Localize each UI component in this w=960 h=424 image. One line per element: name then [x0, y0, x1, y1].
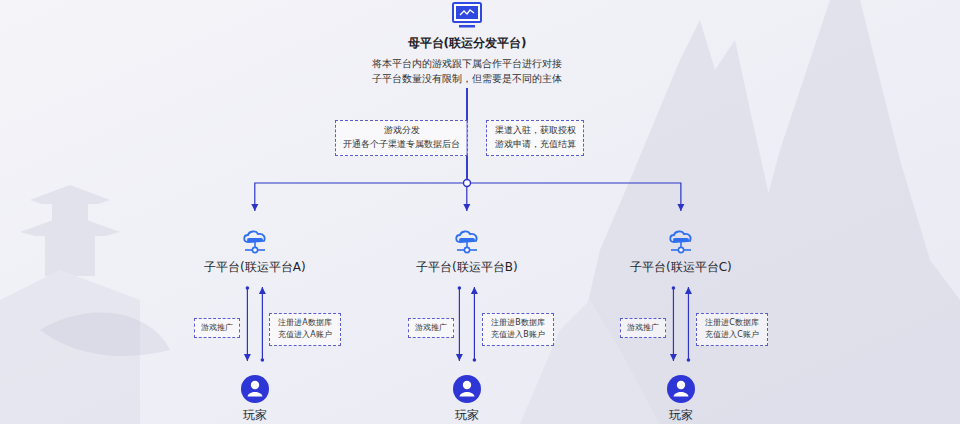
connector-line: [459, 288, 460, 361]
note-box: 注册进B数据库 充值进入B账户: [482, 313, 554, 346]
connector: [456, 286, 463, 361]
node-text: 游戏推广: [200, 322, 234, 334]
node-text: 注册进C数据库 充值进入C账户: [702, 317, 762, 342]
connector: [670, 286, 677, 361]
arrow-head: [244, 354, 251, 361]
arrow-head: [471, 287, 478, 294]
node-title: 母平台(联运分发平台): [408, 35, 527, 52]
arrow-head: [463, 204, 470, 211]
platform-node: 母平台(联运分发平台) 将本平台内的游戏跟下属合作平台进行对接 子平台数量没有限制…: [367, 2, 567, 86]
connector-line: [673, 288, 674, 361]
arrow-head: [677, 204, 684, 211]
node-text: 玩家: [243, 407, 267, 424]
junction-dot: [464, 180, 471, 187]
node-text: 注册进B数据库 充值进入B账户: [488, 317, 548, 342]
node-text: 玩家: [455, 407, 479, 424]
person-icon: [452, 374, 482, 404]
cloud-network-icon: [667, 230, 695, 254]
connector: [259, 287, 266, 362]
connector-line: [247, 288, 248, 361]
connector: [471, 287, 478, 362]
note-box: 注册进C数据库 充值进入C账户: [696, 313, 768, 346]
node-text: 子平台(联运平台A): [204, 259, 306, 276]
person-icon: [666, 374, 696, 404]
player-node: 玩家: [452, 362, 482, 424]
sub-platform-node: 子平台(联运平台C): [630, 212, 732, 286]
mountains: [520, 0, 960, 424]
note-box: 游戏推广: [620, 318, 666, 338]
pagoda: [0, 185, 140, 424]
node-text: 注册进A数据库 充值进入A账户: [275, 317, 335, 342]
connector: [467, 88, 684, 211]
node-text: 游戏分发 开通各个子渠道专属数据后台: [341, 124, 462, 152]
monitor-icon: [452, 2, 482, 29]
sub-platform-node: 子平台(联运平台A): [204, 212, 306, 286]
node-text: 游戏推广: [414, 322, 448, 334]
sub-platform-node: 子平台(联运平台B): [416, 212, 518, 286]
arrow-head: [456, 354, 463, 361]
connector-line: [467, 88, 681, 211]
leaf: [40, 313, 170, 356]
connector: [244, 286, 251, 361]
arrow-head: [685, 287, 692, 294]
note-box: 游戏推广: [408, 318, 454, 338]
cloud-network-icon: [241, 230, 269, 254]
connector: [685, 287, 692, 362]
player-node: 玩家: [240, 362, 270, 424]
node-text: 子平台(联运平台C): [630, 259, 732, 276]
player-node: 玩家: [666, 362, 696, 424]
note-box: 渠道入驻，获取授权 游戏申请，充值结算: [486, 120, 584, 156]
connector-line: [688, 287, 689, 360]
person-icon: [240, 374, 270, 404]
note-box: 游戏分发 开通各个子渠道专属数据后台: [335, 120, 468, 156]
connector-line: [255, 88, 467, 211]
arrow-head: [251, 204, 258, 211]
arrow-head: [670, 354, 677, 361]
note-box: 游戏推广: [194, 318, 240, 338]
note-box: 注册进A数据库 充值进入A账户: [269, 313, 341, 346]
node-text: 玩家: [669, 407, 693, 424]
node-text: 子平台(联运平台B): [416, 259, 518, 276]
node-text: 渠道入驻，获取授权 游戏申请，充值结算: [492, 124, 578, 152]
connector: [251, 88, 467, 211]
connector-line: [474, 287, 475, 360]
connector-line: [262, 287, 263, 360]
cloud-network-icon: [453, 230, 481, 254]
node-text: 将本平台内的游戏跟下属合作平台进行对接 子平台数量没有限制，但需要是不同的主体: [367, 57, 567, 86]
arrow-head: [259, 287, 266, 294]
node-text: 游戏推广: [626, 322, 660, 334]
